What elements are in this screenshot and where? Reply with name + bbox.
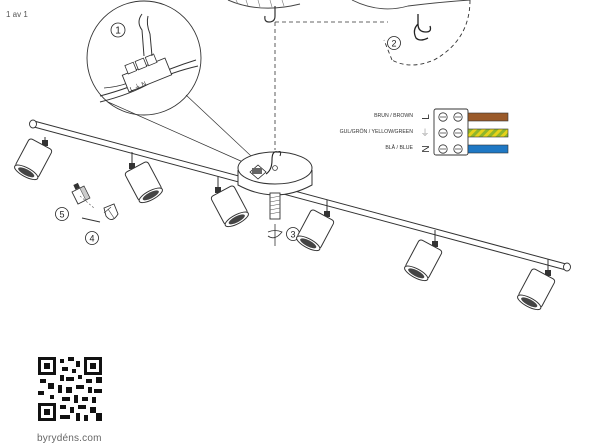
yellow-green-wire	[467, 128, 509, 138]
center-canopy: 3	[237, 151, 313, 246]
blue-terminal-letter: N	[421, 145, 432, 152]
brown-terminal-letter: L	[421, 114, 432, 120]
blue-wire-label: BLÅ / BLUE	[385, 144, 413, 151]
spotlight-5	[404, 230, 443, 282]
earth-wire-label: GUL/GRÖN / YELLOW/GREEN	[340, 128, 414, 135]
page-counter: 1 av 1	[6, 10, 28, 19]
ceiling-canopy	[227, 0, 301, 23]
step-3-label: 3	[290, 230, 295, 240]
step-1-label: 1	[115, 26, 121, 37]
spotlight-6	[517, 259, 556, 311]
qr-code[interactable]	[38, 357, 102, 421]
wiring-legend: BRUN / BROWN GUL/GRÖN / YELLOW/GREEN BLÅ…	[340, 108, 509, 156]
bulb-replacement: 5 4	[55, 182, 119, 245]
step-4-label: 4	[89, 234, 94, 244]
wiring-detail-magnifier: L ⏚ N 1	[86, 0, 267, 171]
step-5-label: 5	[59, 210, 64, 220]
spotlight-2	[124, 152, 163, 204]
footer-website[interactable]: byrydéns.com	[37, 433, 102, 444]
brown-wire	[467, 112, 509, 122]
track-bar	[29, 119, 571, 272]
blue-wire	[467, 144, 509, 154]
brown-wire-label: BRUN / BROWN	[374, 113, 413, 119]
earth-terminal-symbol: ⏚	[420, 128, 429, 138]
spotlight-3	[210, 176, 249, 228]
step-2-label: 2	[391, 39, 396, 49]
hook-detail: 2	[351, 0, 471, 66]
guide-lines	[274, 21, 388, 150]
spotlight-4	[296, 200, 335, 252]
spotlight-1	[14, 137, 53, 181]
